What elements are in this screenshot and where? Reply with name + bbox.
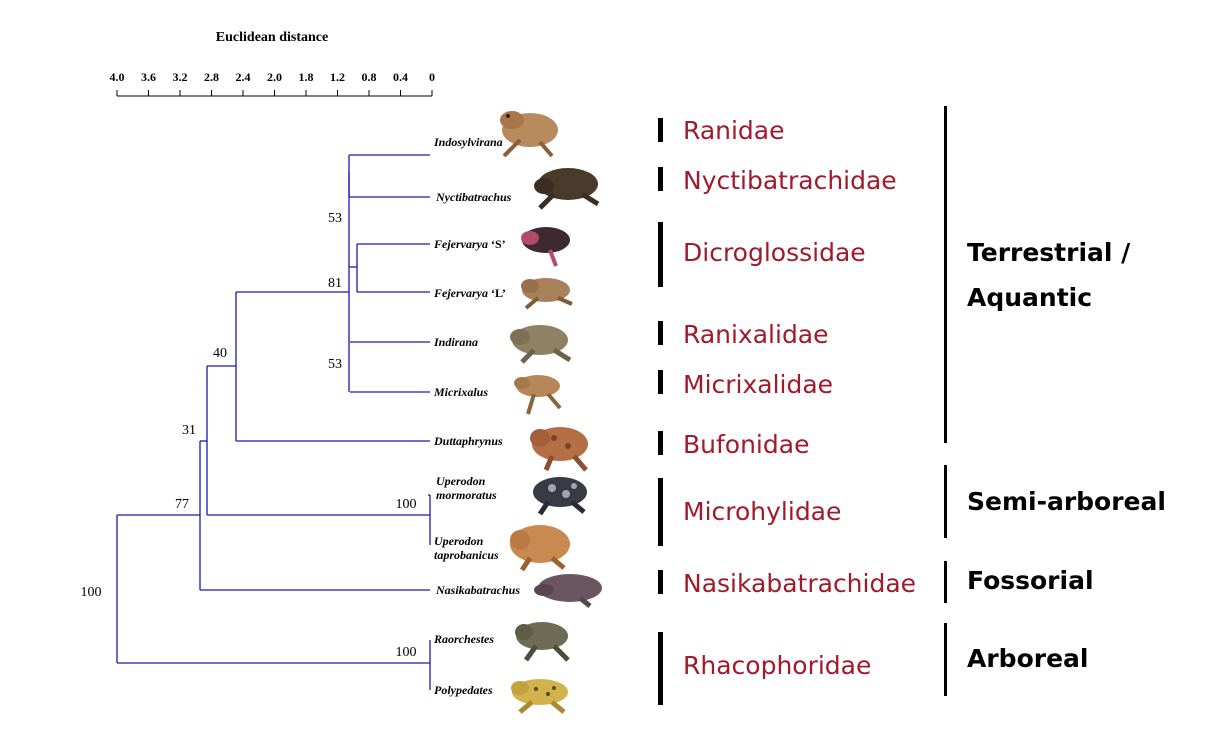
family-bar [658, 321, 663, 345]
habitat-label: Fossorial [967, 566, 1094, 595]
family-bar [658, 370, 663, 394]
axis-tick-label: 2.0 [267, 70, 282, 84]
axis-tick-label: 1.8 [299, 70, 314, 84]
axis-tick-label: 1.2 [330, 70, 345, 84]
taxon-label: Polypedates [434, 683, 493, 697]
taxon-label: Raorchestes [433, 632, 494, 646]
support-value: 31 [182, 423, 196, 438]
axis-tick-label: 2.4 [236, 70, 251, 84]
axis-tick-label: 0.4 [393, 70, 408, 84]
taxon-label: Duttaphrynus [433, 434, 503, 448]
frog-image-nyctibatrachus [534, 168, 600, 210]
axis-tick-label: 3.2 [173, 70, 188, 84]
taxon-label: Uperodon [436, 474, 486, 488]
frog-image-raorchestes [515, 622, 570, 662]
family-bar [658, 431, 663, 455]
support-value: 40 [213, 346, 227, 361]
taxon-suffix: ‘S’ [491, 237, 506, 251]
axis-tick-label: 2.8 [204, 70, 219, 84]
taxon-label: taprobanicus [434, 548, 499, 562]
taxon-label: Fejervarya‘S’ [433, 237, 506, 251]
support-value: 100 [81, 585, 102, 600]
taxon-label: Nasikabatrachus [435, 583, 520, 597]
family-bar [658, 632, 663, 705]
frog-image-polypedates [511, 679, 568, 714]
habitat-label: Terrestrial / [967, 238, 1131, 267]
family-name: Ranixalidae [683, 320, 829, 349]
taxon-label: mormoratus [436, 488, 497, 502]
axis-tick-label: 4.0 [110, 70, 125, 84]
taxon-labels: Indosylvirana Nyctibatrachus Fejervarya‘… [433, 135, 520, 697]
taxon-suffix: ‘L’ [491, 286, 506, 300]
frog-image-uperodon-taprobanicus [510, 525, 570, 572]
family-name: Rhacophoridae [683, 651, 871, 680]
frog-image-fejervarya-l [521, 278, 573, 310]
support-value: 100 [396, 497, 417, 512]
support-value: 81 [328, 276, 342, 291]
habitat-label: Arboreal [967, 644, 1088, 673]
family-bar [658, 118, 663, 142]
habitat-labels: Terrestrial / Aquantic Semi-arboreal Fos… [967, 238, 1166, 673]
family-name: Microhylidae [683, 497, 841, 526]
family-name: Ranidae [683, 116, 785, 145]
support-value: 53 [328, 357, 342, 372]
frog-image-fejervarya-s [521, 227, 570, 267]
family-name: Dicroglossidae [683, 238, 866, 267]
taxon-label: Indosylvirana [433, 135, 503, 149]
family-name: Bufonidae [683, 430, 809, 459]
taxon-label: Indirana [433, 335, 478, 349]
family-bar [658, 167, 663, 191]
habitat-label: Aquantic [967, 283, 1092, 312]
axis-title: Euclidean distance [216, 30, 328, 45]
family-names: Ranidae Nyctibatrachidae Dicroglossidae … [683, 116, 916, 680]
family-name: Micrixalidae [683, 370, 833, 399]
axis-ticks: 4.0 3.6 3.2 2.8 2.4 2.0 1.8 1.2 0.8 0.4 0 [110, 70, 435, 96]
support-values: 53 81 53 40 31 100 77 100 100 [81, 211, 417, 660]
taxon-name: Fejervarya [433, 237, 488, 251]
support-value: 100 [396, 645, 417, 660]
taxon-name: Fejervarya [433, 286, 488, 300]
family-bar [658, 570, 663, 594]
axis-tick-label: 3.6 [141, 70, 156, 84]
taxon-label: Micrixalus [433, 385, 488, 399]
taxon-label: Fejervarya‘L’ [433, 286, 506, 300]
habitat-bar [944, 561, 947, 603]
dendrogram-tree [116, 154, 431, 690]
frog-image-micrixalus [514, 375, 562, 415]
habitat-bar [944, 623, 947, 696]
taxon-label: Uperodon [434, 534, 484, 548]
frog-image-duttaphrynus [530, 427, 588, 472]
support-value: 77 [175, 497, 189, 512]
family-name: Nyctibatrachidae [683, 166, 897, 195]
frog-image-uperodon-mormoratus [533, 477, 587, 516]
axis-tick-label: 0.8 [362, 70, 377, 84]
family-bars [658, 118, 663, 705]
habitat-bars [944, 106, 947, 696]
taxon-label: Nyctibatrachus [435, 190, 512, 204]
axis-tick-label: 0 [429, 70, 435, 84]
family-name: Nasikabatrachidae [683, 569, 916, 598]
distance-axis: Euclidean distance 4.0 3.6 3.2 2.8 2.4 2.0 1.8… [110, 30, 435, 97]
frog-image-indosylvirana [500, 111, 558, 158]
family-bar [658, 222, 663, 287]
frog-images [500, 111, 602, 714]
support-value: 53 [328, 211, 342, 226]
frog-image-nasikabatrachus [534, 574, 602, 608]
habitat-bar [944, 465, 947, 538]
frog-image-indirana [510, 325, 572, 364]
habitat-label: Semi-arboreal [967, 487, 1166, 516]
family-bar [658, 478, 663, 546]
habitat-bar [944, 106, 947, 443]
